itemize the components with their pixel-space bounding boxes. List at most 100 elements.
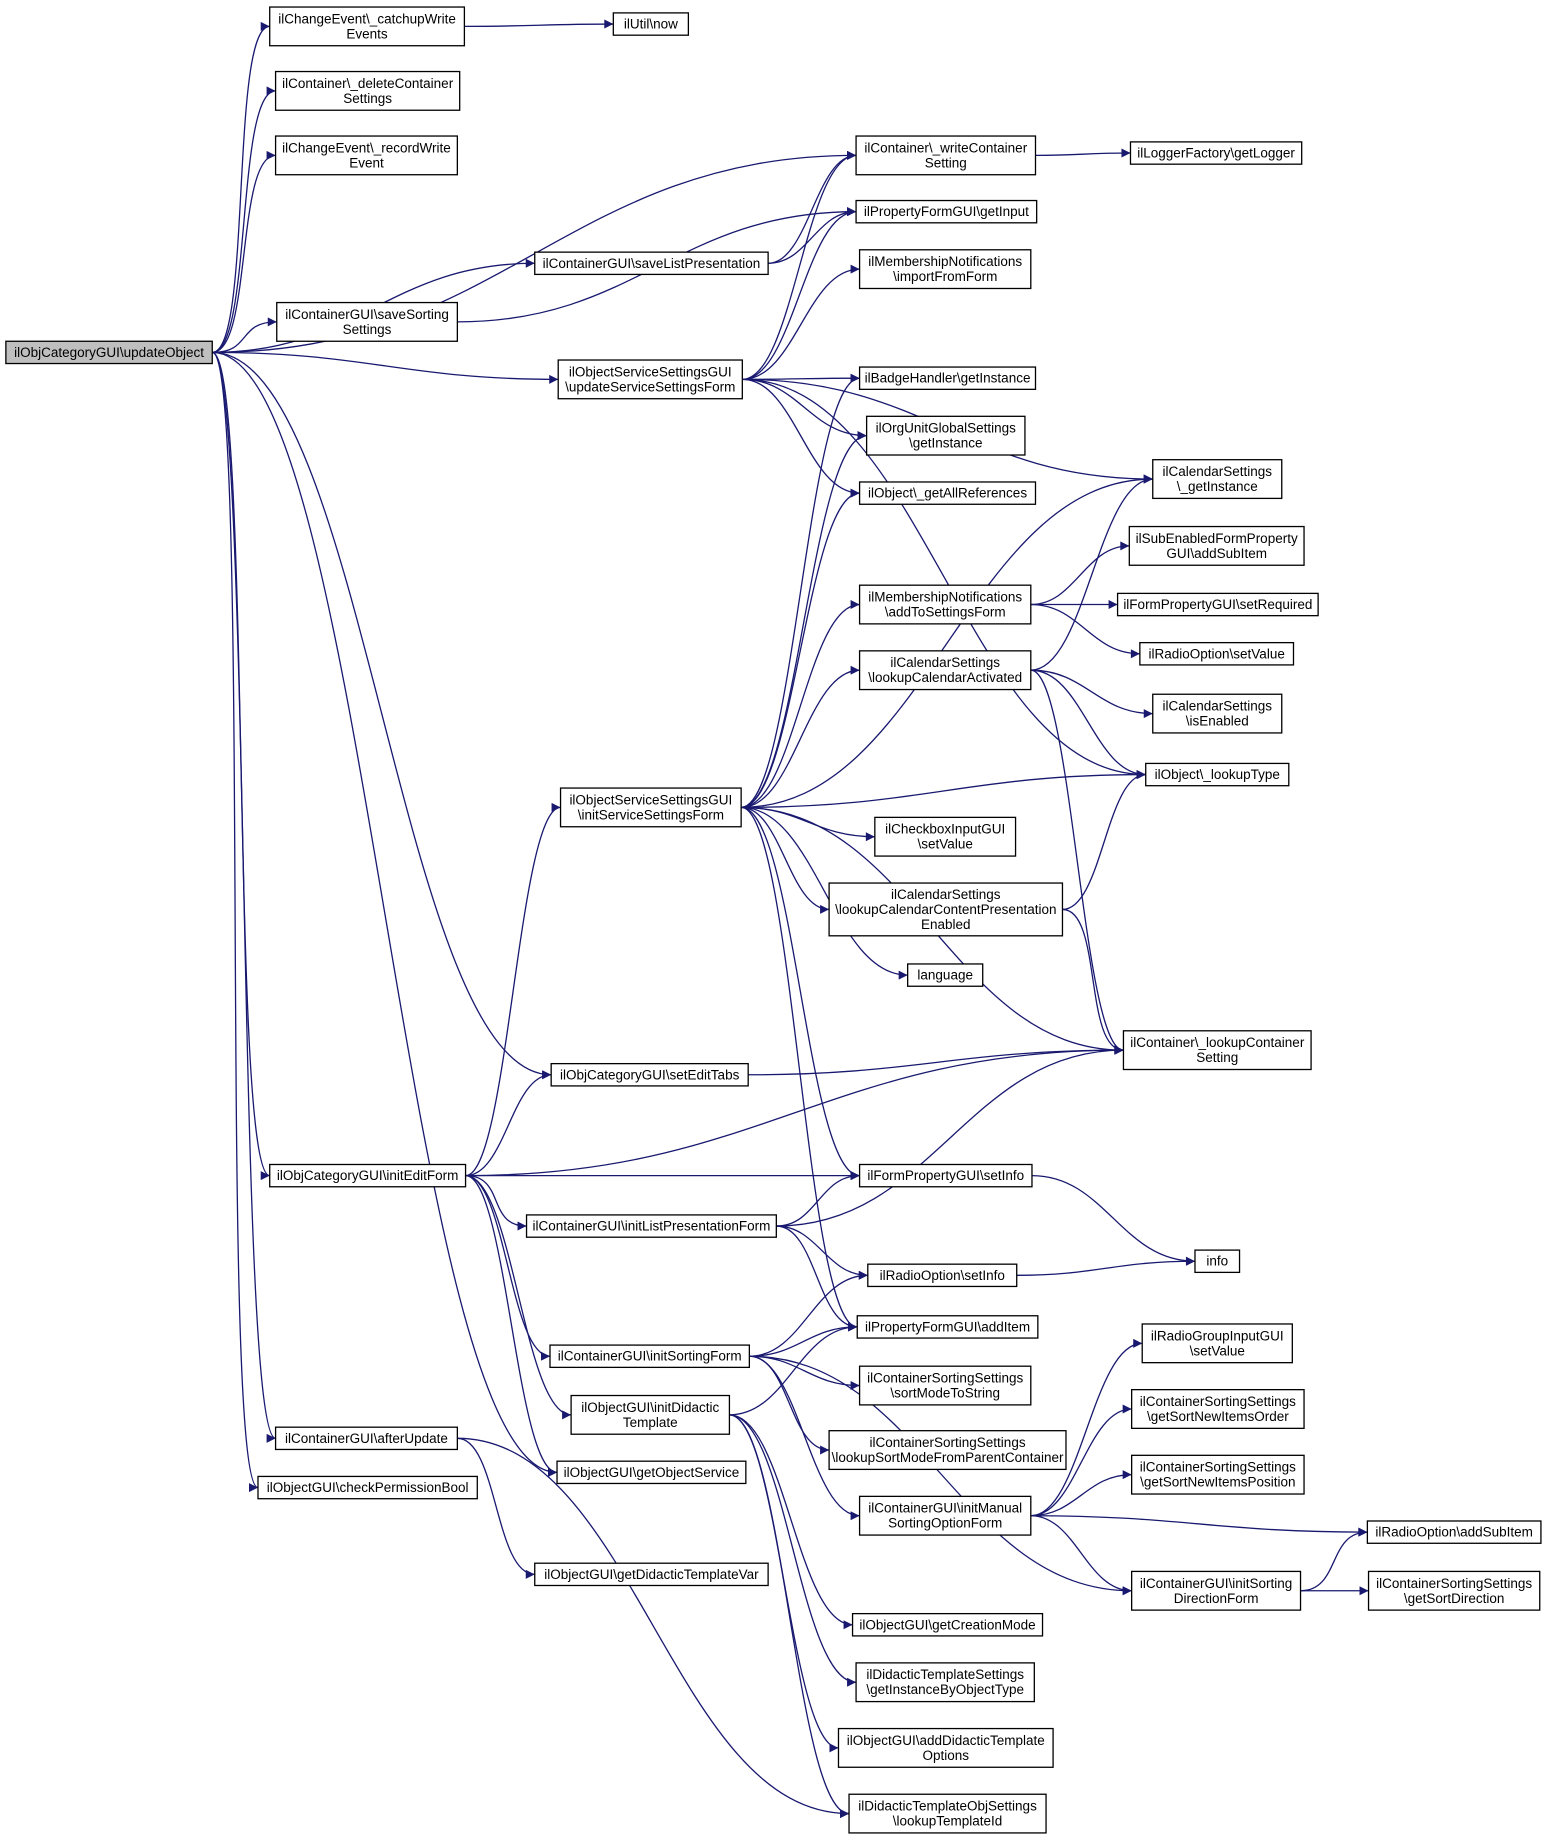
node-box bbox=[274, 1426, 459, 1451]
edge-n30-to-n32 bbox=[1031, 1174, 1195, 1266]
function-node[interactable]: ilLoggerFactory\getLogger bbox=[1129, 141, 1303, 165]
node-box bbox=[274, 70, 461, 111]
function-node[interactable]: ilRadioOption\setValue bbox=[1139, 641, 1295, 666]
function-node[interactable]: ilOrgUnitGlobalSettings\getInstance bbox=[865, 415, 1026, 456]
function-node[interactable]: ilObjectGUI\getObjectService bbox=[556, 1460, 747, 1485]
root-function-node[interactable]: ilObjCategoryGUI\updateObject bbox=[5, 340, 213, 365]
edge-n29-to-n22 bbox=[465, 802, 561, 1177]
edges-layer bbox=[211, 19, 1369, 1819]
node-label-line: DirectionForm bbox=[1174, 1591, 1259, 1606]
node-label-line: ilCheckboxInputGUI bbox=[885, 822, 1005, 837]
function-node[interactable]: ilRadioGroupInputGUI\setValue bbox=[1141, 1323, 1293, 1364]
function-node[interactable]: ilContainerSortingSettings\lookupSortMod… bbox=[828, 1430, 1067, 1471]
function-node[interactable]: ilContainerSortingSettings\sortModeToStr… bbox=[858, 1365, 1032, 1406]
function-node[interactable]: ilObjectGUI\checkPermissionBool bbox=[257, 1475, 478, 1500]
edge-n38-to-n34 bbox=[729, 1322, 858, 1416]
function-node[interactable]: ilObject\_getAllReferences bbox=[858, 481, 1037, 505]
function-node[interactable]: ilFormPropertyGUI\setInfo bbox=[858, 1163, 1033, 1188]
function-node[interactable]: ilCheckboxInputGUI\setValue bbox=[874, 816, 1017, 857]
function-node[interactable]: ilRadioOption\setInfo bbox=[867, 1263, 1018, 1288]
node-label-line: ilMembershipNotifications bbox=[868, 254, 1022, 269]
node-box bbox=[5, 340, 213, 365]
node-label-line: ilObjectGUI\addDidacticTemplate bbox=[847, 1733, 1045, 1748]
function-node[interactable]: ilContainerGUI\initListPresentationForm bbox=[525, 1214, 777, 1238]
function-node[interactable]: ilPropertyFormGUI\addItem bbox=[856, 1315, 1039, 1339]
function-node[interactable]: info bbox=[1194, 1249, 1241, 1274]
function-node[interactable]: ilObjectGUI\getDidacticTemplateVar bbox=[534, 1562, 769, 1587]
node-label-line: SortingOptionForm bbox=[888, 1516, 1002, 1531]
function-node[interactable]: ilDidacticTemplateObjSettings\lookupTemp… bbox=[848, 1793, 1047, 1834]
node-label-line: \lookupCalendarActivated bbox=[868, 670, 1022, 685]
node-label-line: \updateServiceSettingsForm bbox=[565, 379, 735, 394]
node-label-line: language bbox=[917, 968, 973, 983]
function-node[interactable]: ilDidacticTemplateSettings\getInstanceBy… bbox=[855, 1662, 1035, 1703]
node-label-line: ilObject\_getAllReferences bbox=[868, 486, 1027, 501]
node-box bbox=[867, 1263, 1018, 1288]
function-node[interactable]: ilCalendarSettings\_getInstance bbox=[1152, 459, 1283, 500]
node-label-line: ilChangeEvent\_recordWrite bbox=[282, 140, 451, 155]
node-label-line: ilObjectGUI\getObjectService bbox=[564, 1465, 740, 1480]
function-node[interactable]: ilContainerGUI\afterUpdate bbox=[274, 1426, 459, 1451]
function-node[interactable]: ilRadioOption\addSubItem bbox=[1366, 1520, 1542, 1544]
node-label-line: Settings bbox=[343, 322, 392, 337]
function-node[interactable]: ilContainerGUI\initManualSortingOptionFo… bbox=[858, 1495, 1032, 1536]
function-node[interactable]: ilMembershipNotifications\importFromForm bbox=[858, 249, 1032, 290]
edge-n38-to-n51 bbox=[729, 1414, 857, 1687]
function-node[interactable]: ilObjectServiceSettingsGUI\updateService… bbox=[557, 359, 743, 400]
function-node[interactable]: ilCalendarSettings\lookupCalendarActivat… bbox=[858, 650, 1032, 691]
function-node[interactable]: ilObjectServiceSettingsGUI\initServiceSe… bbox=[559, 787, 742, 828]
function-node[interactable]: ilObjCategoryGUI\initEditForm bbox=[269, 1163, 467, 1188]
function-node[interactable]: ilContainerSortingSettings\getSortNewIte… bbox=[1131, 1388, 1305, 1429]
node-label-line: ilLoggerFactory\getLogger bbox=[1137, 146, 1295, 161]
node-box bbox=[855, 1662, 1035, 1703]
edge-n48-to-n46 bbox=[1300, 1527, 1368, 1592]
function-node[interactable]: ilUtil\now bbox=[612, 12, 690, 36]
function-node[interactable]: ilObject\_lookupType bbox=[1145, 762, 1290, 787]
edge-root-to-n28 bbox=[212, 351, 552, 1080]
function-node[interactable]: ilContainerGUI\initSortingForm bbox=[549, 1344, 751, 1369]
node-box bbox=[549, 1344, 751, 1369]
function-node[interactable]: ilCalendarSettings\lookupCalendarContent… bbox=[828, 882, 1064, 937]
edge-n11-to-n5 bbox=[742, 150, 857, 381]
node-label-line: ilOrgUnitGlobalSettings bbox=[876, 421, 1017, 436]
node-box bbox=[858, 249, 1032, 290]
edge-n36-to-n33 bbox=[749, 1270, 868, 1357]
edge-n11-to-n23 bbox=[742, 378, 1146, 780]
edge-root-to-n11 bbox=[212, 351, 559, 384]
edge-n8-to-n5 bbox=[768, 150, 857, 264]
function-node[interactable]: ilObjCategoryGUI\setEditTabs bbox=[550, 1062, 749, 1087]
node-label-line: ilPropertyFormGUI\getInput bbox=[864, 204, 1029, 219]
function-node[interactable]: ilCalendarSettings\isEnabled bbox=[1152, 693, 1283, 734]
function-node[interactable]: ilPropertyFormGUI\getInput bbox=[855, 199, 1038, 224]
function-node[interactable]: language bbox=[907, 963, 984, 987]
function-node[interactable]: ilMembershipNotifications\addToSettingsF… bbox=[858, 584, 1032, 625]
function-node[interactable]: ilBadgeHandler\getInstance bbox=[858, 366, 1037, 390]
edge-n36-to-n45 bbox=[749, 1355, 860, 1521]
node-label-line: ilObjectGUI\checkPermissionBool bbox=[267, 1480, 469, 1495]
function-node[interactable]: ilContainerSortingSettings\getSortDirect… bbox=[1367, 1570, 1541, 1611]
node-label-line: \getInstance bbox=[909, 436, 983, 451]
node-box bbox=[525, 1214, 777, 1238]
node-box bbox=[550, 1062, 749, 1087]
node-box bbox=[1366, 1520, 1542, 1544]
edge-n31-to-n34 bbox=[776, 1225, 858, 1332]
node-label-line: info bbox=[1206, 1254, 1228, 1269]
node-label-line: ilContainerGUI\saveSorting bbox=[285, 307, 449, 322]
function-node[interactable]: ilObjectGUI\getCreationMode bbox=[851, 1612, 1044, 1637]
function-node[interactable]: ilContainerGUI\saveListPresentation bbox=[534, 251, 769, 276]
node-label-line: \importFromForm bbox=[893, 269, 997, 284]
edge-n36-to-n48 bbox=[749, 1355, 1132, 1596]
node-label-line: ilObjCategoryGUI\updateObject bbox=[14, 345, 204, 360]
function-node[interactable]: ilFormPropertyGUI\setRequired bbox=[1116, 592, 1319, 617]
function-node[interactable]: ilContainerSortingSettings\getSortNewIte… bbox=[1131, 1454, 1305, 1495]
